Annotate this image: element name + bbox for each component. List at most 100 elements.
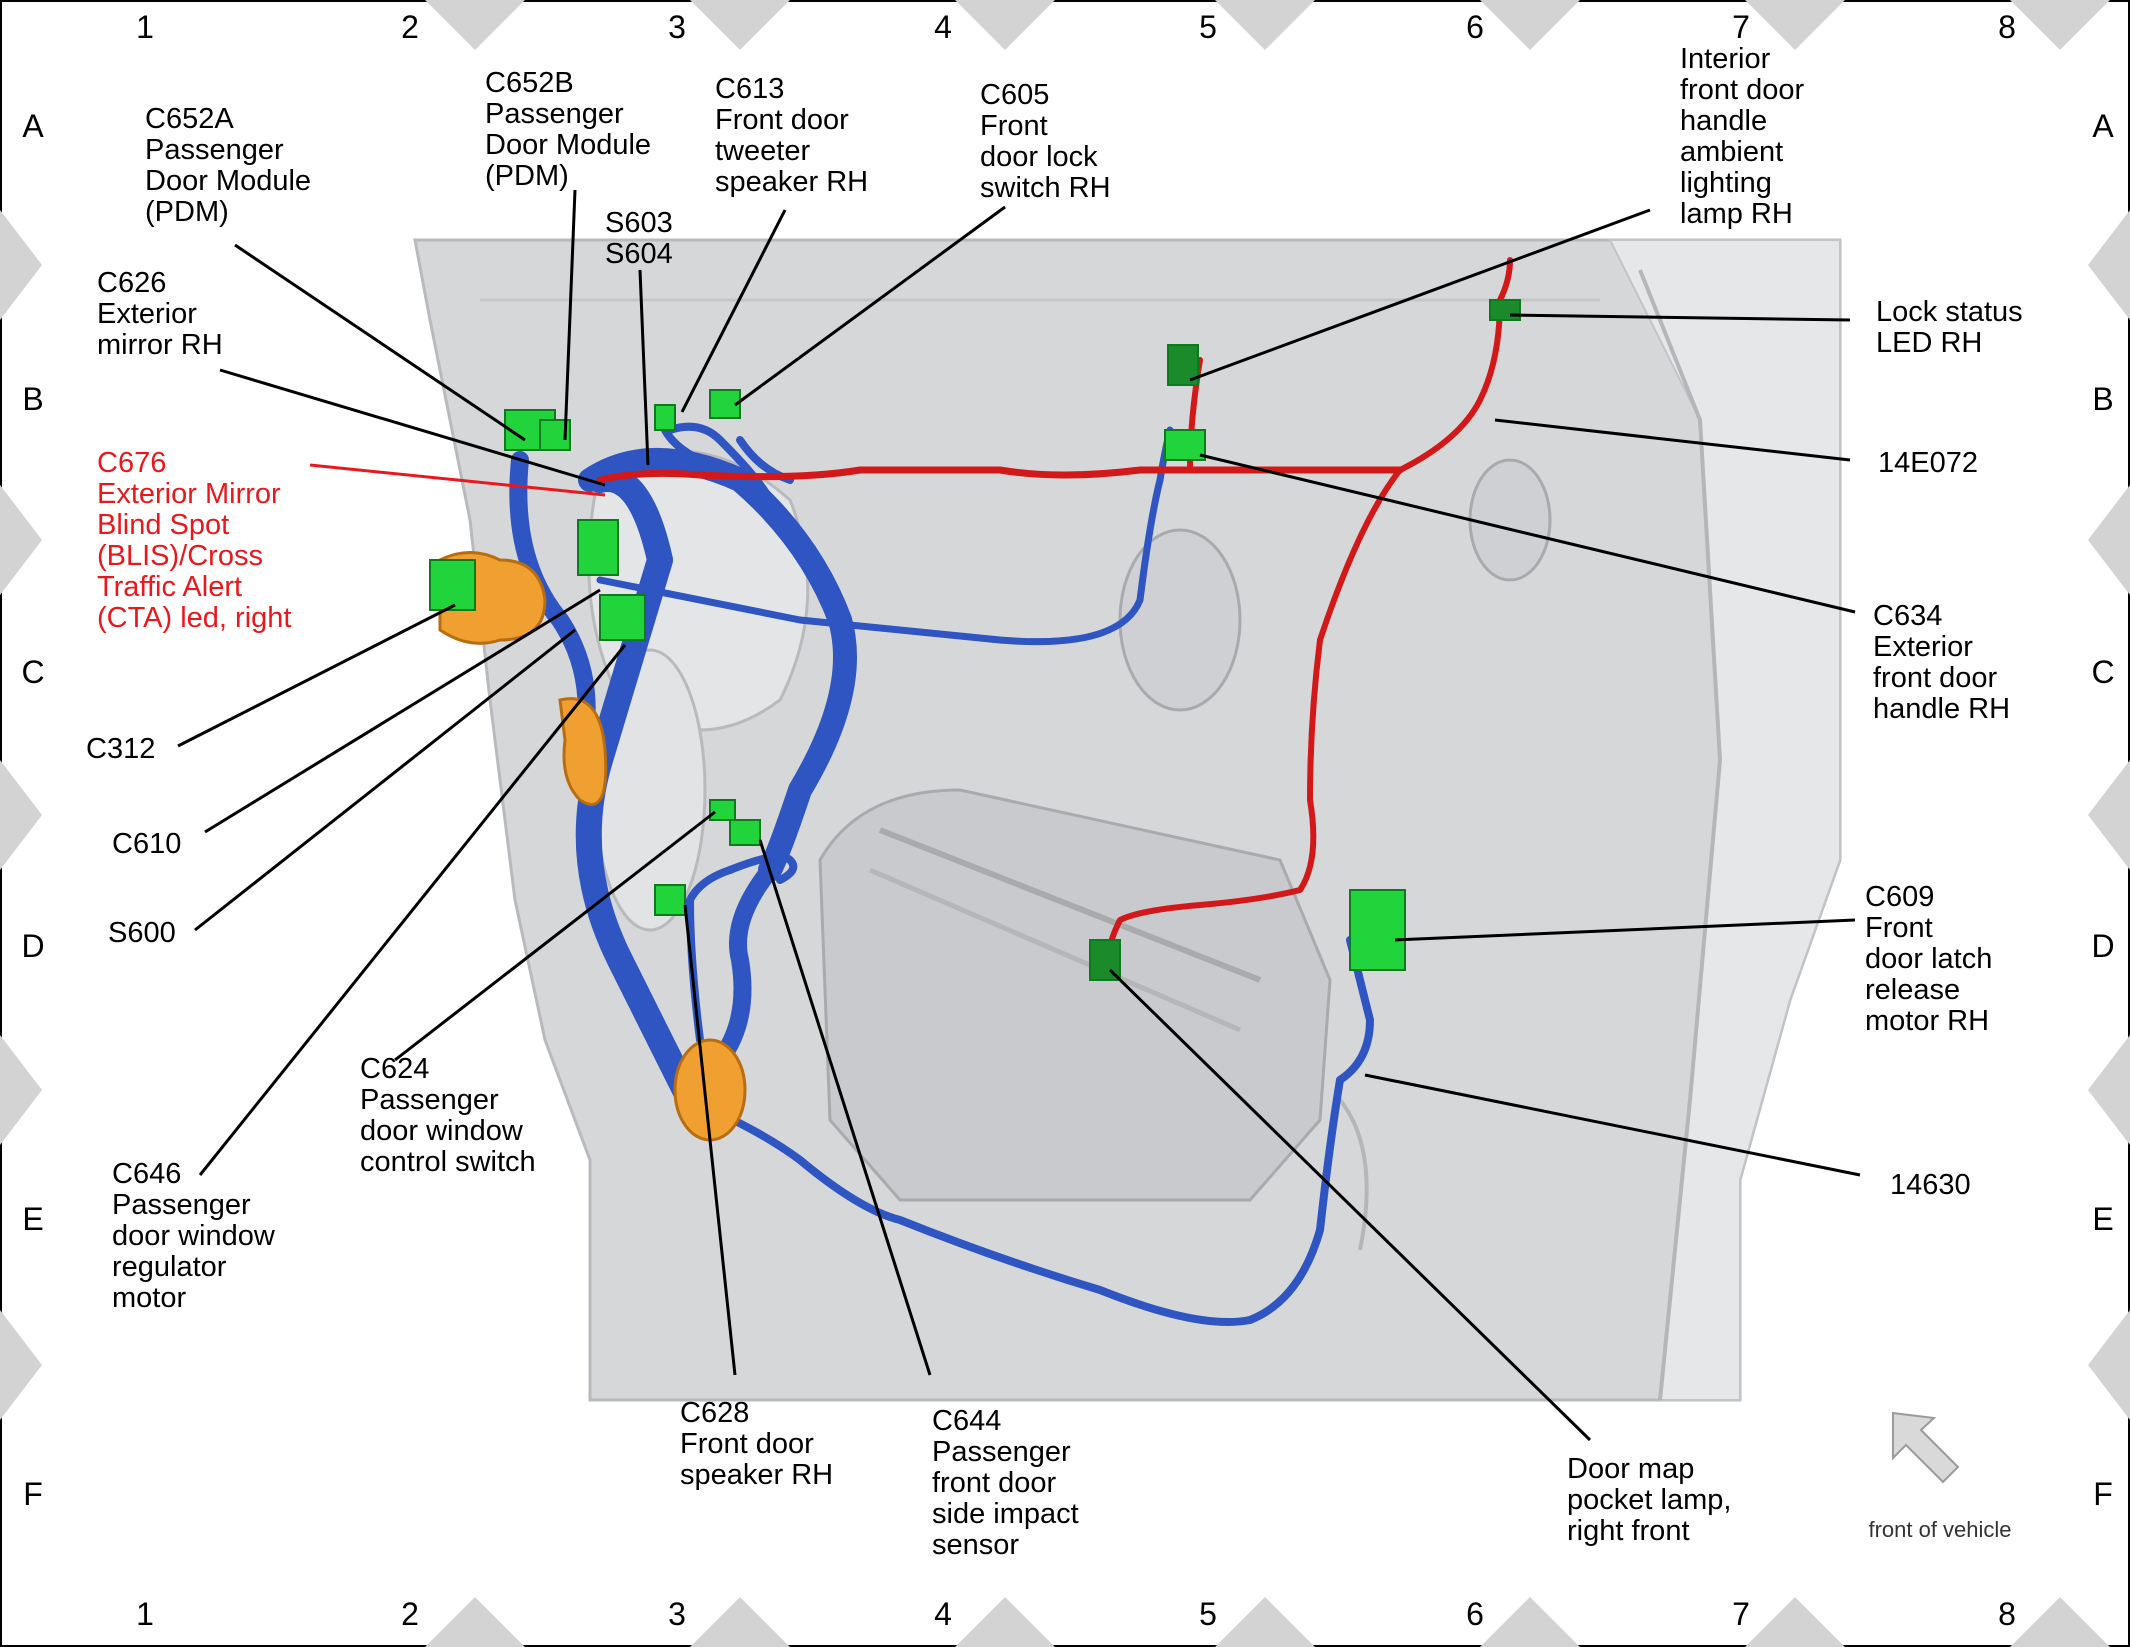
- callout-line: Passenger: [145, 134, 284, 166]
- bottom-edge-marker: [2010, 1597, 2110, 1647]
- top-edge-marker: [1215, 0, 1315, 50]
- blue-harness: [509, 406, 1374, 1326]
- connector-lock-status: [1489, 299, 1521, 321]
- bottom-edge-marker: [955, 1597, 1055, 1647]
- leader-s600: [194, 628, 576, 932]
- callout-line: 14630: [1890, 1169, 1971, 1201]
- top-edge-marker: [955, 0, 1055, 50]
- callout-line: control switch: [360, 1146, 536, 1178]
- grid-column-label-top: 1: [136, 9, 154, 45]
- leader-map-lamp: [1108, 968, 1592, 1442]
- right-edge-marker: [2088, 1035, 2130, 1145]
- callout-line: speaker RH: [680, 1459, 833, 1491]
- callout-line: Door map: [1567, 1453, 1694, 1485]
- callout-line: (CTA) led, right: [97, 602, 291, 634]
- leader-14e072: [1494, 418, 1851, 462]
- grid-column-label-bottom: 8: [1998, 1596, 2016, 1632]
- connector-c644: [729, 819, 761, 846]
- callout-line: Blind Spot: [97, 509, 229, 541]
- grid-row-label-right: C: [2091, 654, 2114, 690]
- callout-line: Passenger: [112, 1189, 251, 1221]
- callout-line: C613: [715, 73, 784, 105]
- leader-c628: [683, 904, 737, 1376]
- connector-c613: [654, 404, 676, 431]
- callout-line: (PDM): [485, 160, 569, 192]
- callout-line: LED RH: [1876, 327, 1982, 359]
- callout-line: Interior: [1680, 43, 1771, 75]
- callout-line: handle: [1680, 105, 1767, 137]
- bottom-edge-marker: [425, 1597, 525, 1647]
- callout-line: C652B: [485, 67, 574, 99]
- leader-c610: [204, 588, 601, 834]
- callout-line: switch RH: [980, 172, 1111, 204]
- leader-c644: [758, 839, 932, 1376]
- top-edge-marker: [690, 0, 790, 50]
- callout-line: Passenger: [485, 98, 624, 130]
- bottom-edge-marker: [690, 1597, 790, 1647]
- grid-column-label-top: 2: [401, 9, 419, 45]
- orange-components: [438, 551, 747, 1142]
- callout-line: mirror RH: [97, 329, 223, 361]
- left-edge-marker: [0, 1035, 42, 1145]
- grid-column-label-top: 8: [1998, 9, 2016, 45]
- callout-line: Lock status: [1876, 296, 2023, 328]
- callout-line: C646: [112, 1158, 181, 1190]
- callout-line: Door Module: [145, 165, 311, 197]
- leader-c676[interactable]: [309, 463, 606, 497]
- callout-line: C628: [680, 1397, 749, 1429]
- grid-column-label-bottom: 5: [1199, 1596, 1217, 1632]
- connector-c312: [429, 559, 476, 611]
- callout-line: Front: [1865, 912, 1933, 944]
- callout-line: C624: [360, 1053, 429, 1085]
- grid-column-label-bottom: 2: [401, 1596, 419, 1632]
- callout-line: C644: [932, 1405, 1001, 1437]
- top-edge-marker: [2010, 0, 2110, 50]
- grid-row-label-right: B: [2092, 381, 2113, 417]
- grid-row-label-left: A: [22, 108, 44, 144]
- callout-line: front door: [932, 1467, 1056, 1499]
- top-edge-marker: [1745, 0, 1845, 50]
- callout-line: door window: [112, 1220, 276, 1252]
- callout-line: (PDM): [145, 196, 229, 228]
- left-edge-marker: [0, 485, 42, 595]
- leader-s603-s604: [638, 269, 650, 466]
- right-edge-marker: [2088, 485, 2130, 595]
- grid-row-label-left: E: [22, 1201, 43, 1237]
- grid-row-label-right: E: [2092, 1201, 2113, 1237]
- grid-row-label-left: C: [21, 654, 44, 690]
- callout-line: speaker RH: [715, 166, 868, 198]
- callout-e14630: 14630: [1890, 1169, 1971, 1201]
- callout-line: (BLIS)/Cross: [97, 540, 263, 572]
- leader-c652a: [234, 243, 526, 442]
- connector-c609: [1349, 889, 1406, 971]
- right-edge-marker: [2088, 760, 2130, 870]
- leader-c605: [734, 205, 1006, 407]
- connector-c610: [599, 594, 646, 641]
- callout-e14e072: 14E072: [1878, 447, 1978, 479]
- callout-line: door lock: [980, 141, 1098, 173]
- callout-line: C312: [86, 733, 155, 765]
- leader-interior-handle: [1189, 208, 1651, 382]
- grid-row-label-left: B: [22, 381, 43, 417]
- grid-row-label-left: F: [23, 1476, 43, 1512]
- callout-s600: S600: [108, 917, 176, 949]
- grid-column-label-bottom: 6: [1466, 1596, 1484, 1632]
- door-panel: [413, 238, 1842, 1402]
- callout-line: C634: [1873, 600, 1942, 632]
- grid-row-label-right: D: [2091, 928, 2114, 964]
- callout-line: C610: [112, 828, 181, 860]
- callout-line: Exterior: [1873, 631, 1973, 663]
- callout-line: Front door: [715, 104, 849, 136]
- callout-line: ambient: [1680, 136, 1783, 168]
- left-edge-marker: [0, 210, 42, 320]
- callout-line: C626: [97, 267, 166, 299]
- callout-line: release: [1865, 974, 1960, 1006]
- grid-column-label-top: 5: [1199, 9, 1217, 45]
